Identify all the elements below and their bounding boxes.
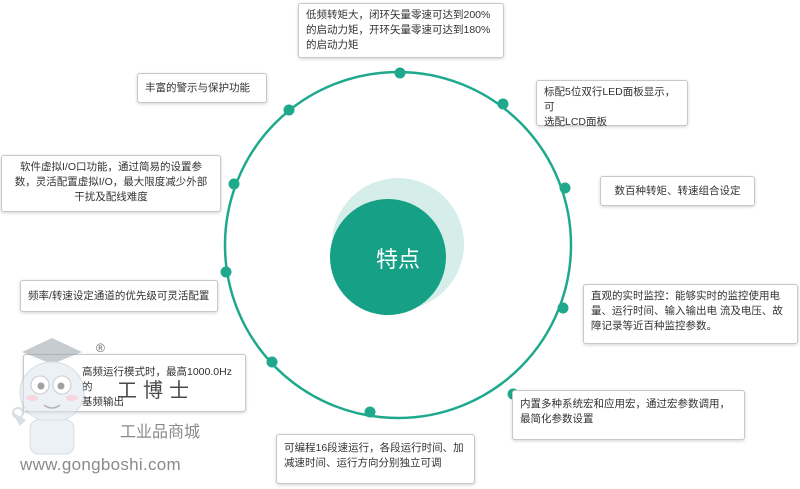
- feature-box-speed16: 可编程16段速运行，各段运行时间、加 减速时间、运行方向分别独立可调: [276, 434, 475, 484]
- feature-box-virtualio: 软件虚拟I/O口功能，通过简易的设置参 数，灵活配置虚拟I/O，最大限度减少外部…: [1, 155, 221, 212]
- feature-box-monitor: 直观的实时监控：能够实时的监控使用电 量、运行时间、输入输出电 流及电压、故 障…: [583, 284, 798, 344]
- ring-dot-torque: [394, 67, 406, 79]
- feature-box-priority: 频率/转速设定通道的优先级可灵活配置: [20, 280, 218, 312]
- center-title: 特点: [375, 247, 420, 272]
- watermark-registered-mark: ®: [96, 341, 105, 355]
- ring-dot-highfreq: [266, 356, 278, 368]
- watermark-subtitle: 工业品商城: [120, 424, 201, 441]
- watermark-brand: 工博士: [117, 378, 195, 402]
- center-circle: [330, 199, 446, 315]
- ring-dot-priority: [220, 266, 232, 278]
- watermark-mascot-icon: [12, 338, 85, 455]
- feature-box-torque: 低频转矩大，闭环矢量零速可达到200% 的启动力矩，开环矢量零速可达到180% …: [298, 3, 504, 58]
- ring-dot-monitor: [557, 302, 569, 314]
- feature-box-panel: 标配5位双行LED面板显示，可 选配LCD面板: [536, 80, 688, 128]
- ring-dot-virtualio: [228, 178, 240, 190]
- feature-box-combo: 数百种转矩、转速组合设定: [600, 176, 755, 206]
- ring-dot-alarm: [283, 104, 295, 116]
- ring-dot-panel: [497, 98, 509, 110]
- watermark-site: www.gongboshi.com: [20, 455, 182, 474]
- ring-dot-combo: [559, 182, 571, 194]
- ring-dot-speed16: [364, 406, 376, 418]
- feature-box-macro: 内置多种系统宏和应用宏，通过宏参数调用， 最简化参数设置: [512, 390, 745, 440]
- feature-box-alarm: 丰富的警示与保护功能: [137, 73, 267, 103]
